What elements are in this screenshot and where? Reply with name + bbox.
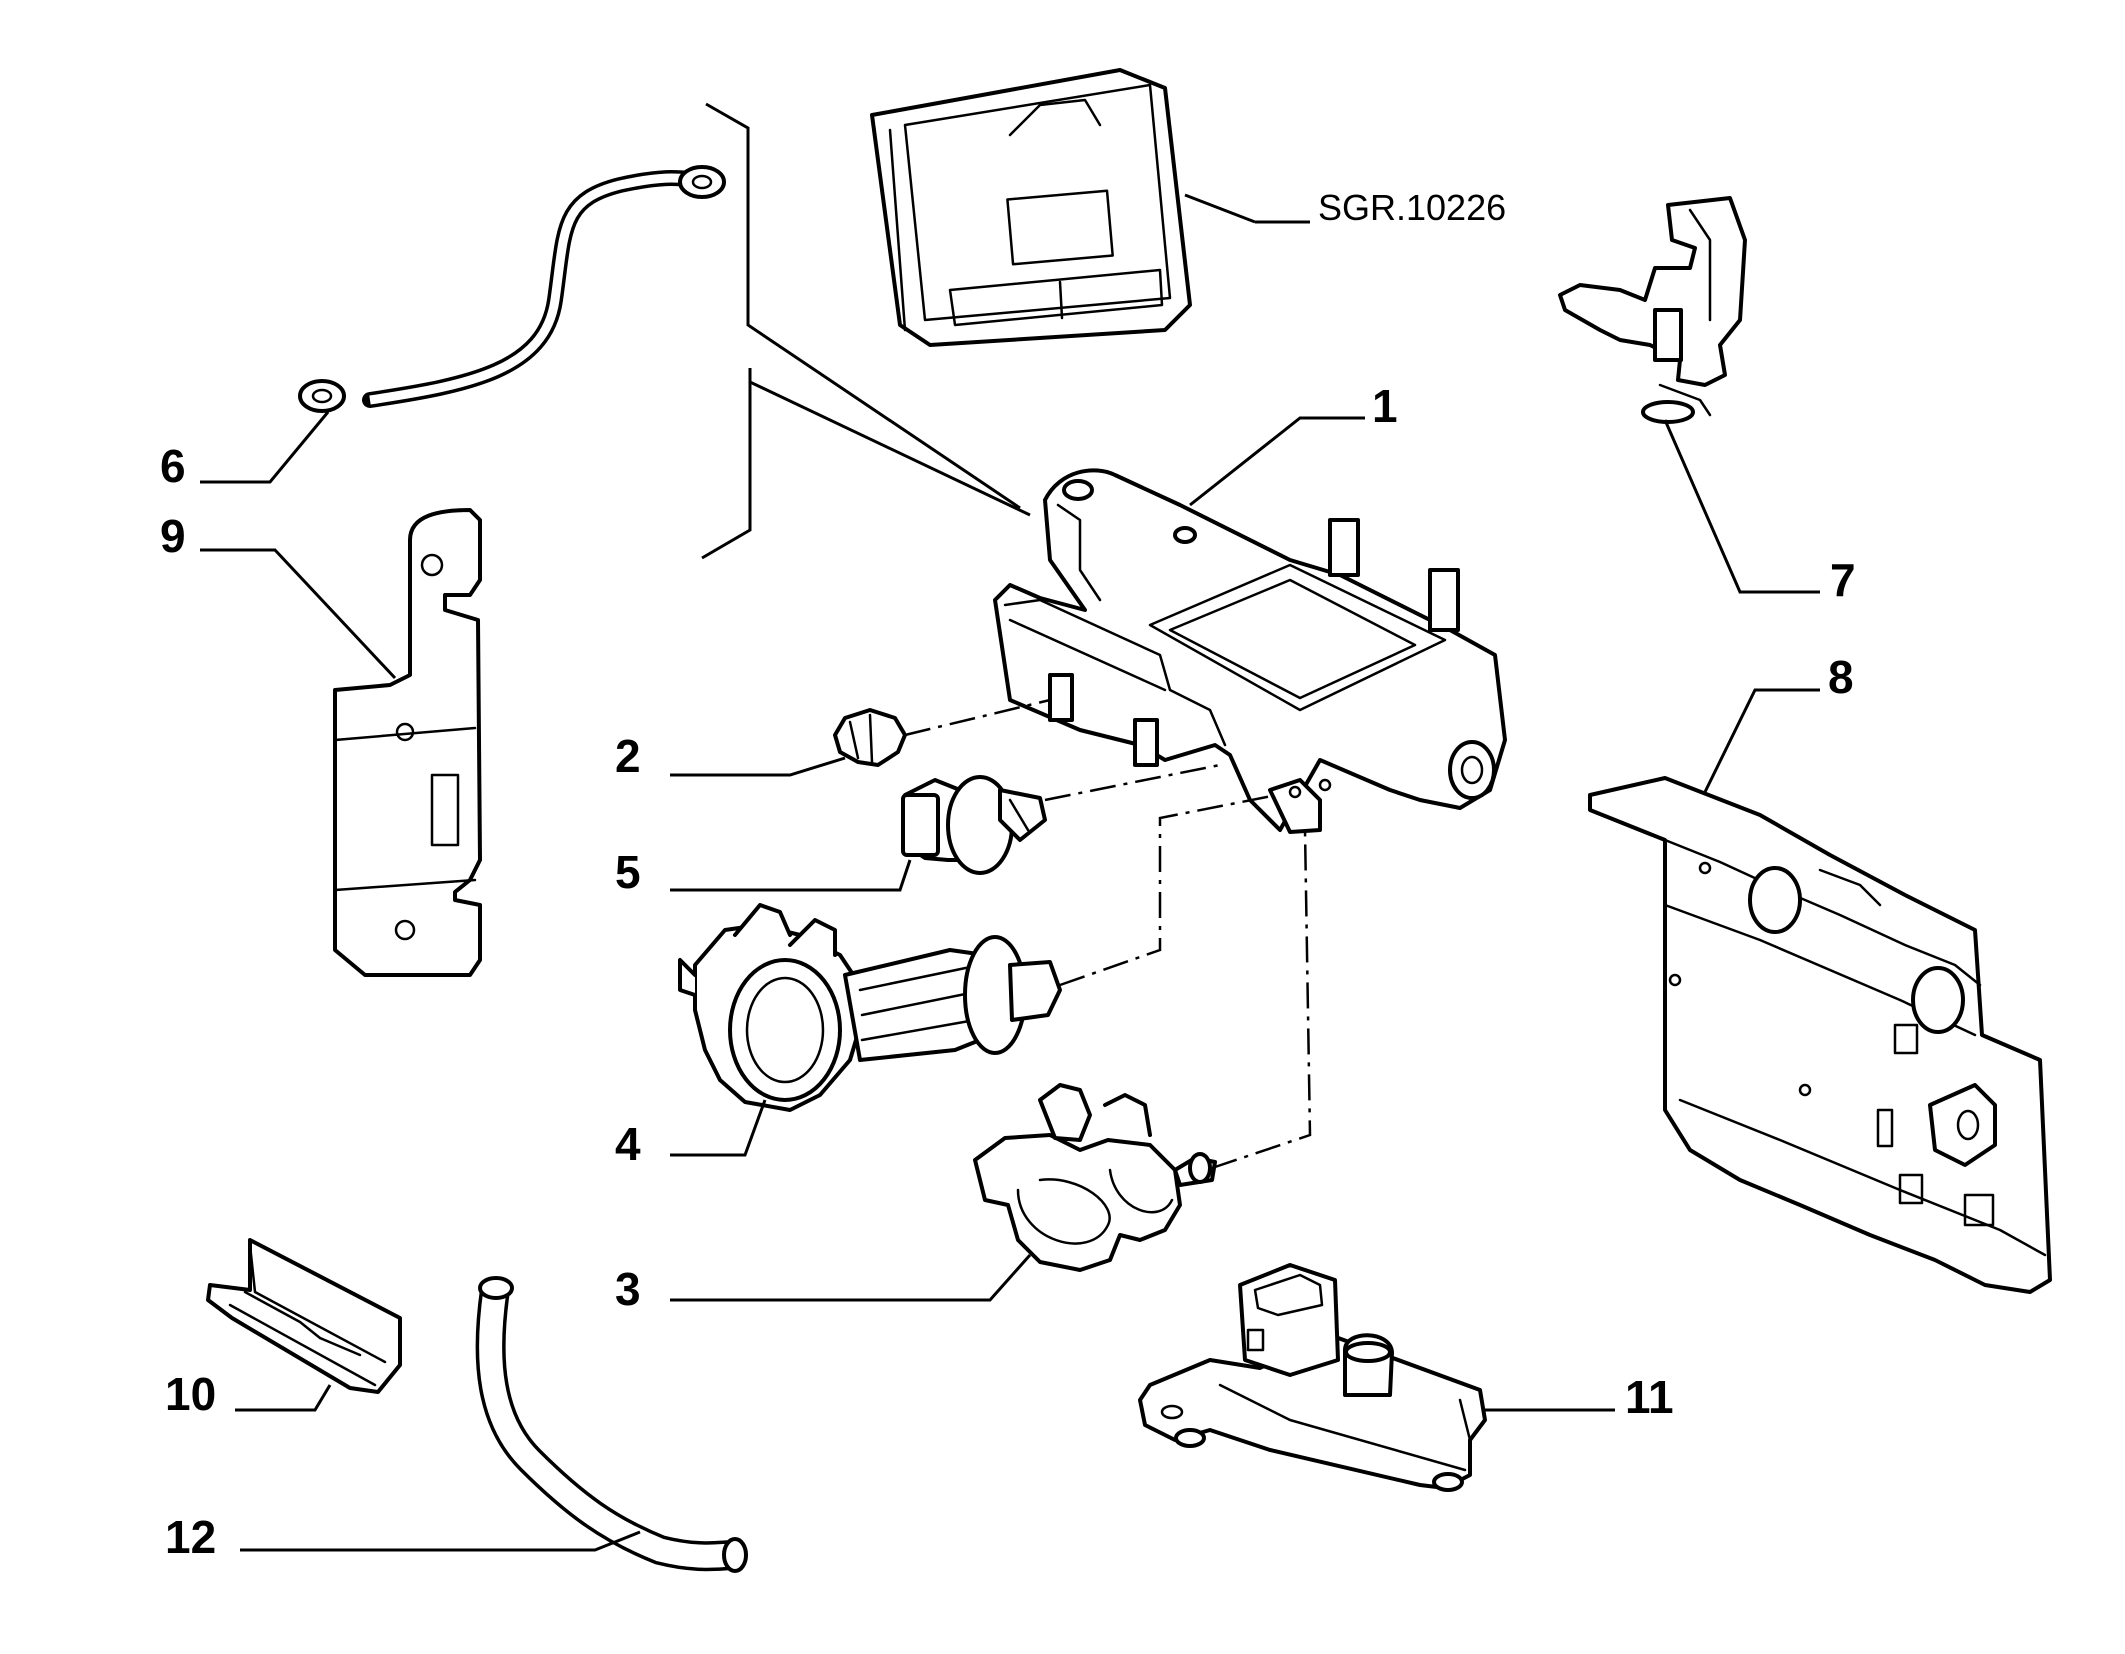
- callout-4-leader: [670, 1099, 767, 1157]
- callout-2-leader: [670, 756, 846, 777]
- callout-12-leader: [240, 1530, 641, 1552]
- channel-clip: [206, 1238, 402, 1394]
- earth-cable: [298, 165, 726, 413]
- callout-7-leader: [1663, 419, 1820, 594]
- clip-dash-line: [904, 698, 1051, 737]
- callout-8: 8: [1828, 651, 1854, 703]
- callout-2: 2: [615, 730, 641, 782]
- section-bracket-lines: [701, 102, 1031, 560]
- callout-9-leader: [200, 548, 397, 680]
- callout-8-leader: [1703, 688, 1820, 793]
- callout-1: 1: [1372, 380, 1398, 432]
- callout-11: 11: [1625, 1371, 1674, 1423]
- main-bracket: [993, 468, 1507, 834]
- pressure-sensor: [1138, 1263, 1487, 1492]
- ecu-control-unit: [870, 68, 1192, 347]
- callout-10-leader: [235, 1384, 332, 1412]
- callout-5-leader: [670, 859, 912, 892]
- cable-clip-holder: [1558, 196, 1747, 424]
- callout-1-leader: [1189, 416, 1365, 507]
- small-clip: [833, 708, 907, 767]
- ecu-leader-line: [1184, 193, 1256, 224]
- callout-10: 10: [165, 1368, 216, 1420]
- callout-4: 4: [615, 1118, 641, 1170]
- callout-6: 6: [160, 440, 186, 492]
- rubber-hose: [475, 1276, 748, 1573]
- push-in-fastener: [901, 775, 1047, 875]
- callout-5: 5: [615, 846, 641, 898]
- callout-6-leader: [200, 411, 330, 484]
- pipe-clamp-long: [678, 903, 1062, 1112]
- pipe-clamp-double: [973, 1083, 1217, 1272]
- callout-12: 12: [165, 1511, 216, 1563]
- clamp-double-dash-line: [1211, 829, 1312, 1170]
- mounting-plate: [333, 508, 482, 977]
- callout-9: 9: [160, 510, 186, 562]
- callout-3: 3: [615, 1263, 641, 1315]
- clamp-long-dash-line: [1059, 794, 1273, 987]
- support-panel: [1588, 776, 2052, 1294]
- fastener-dash-line: [1044, 763, 1221, 802]
- ecu-reference-code: SGR.10226: [1318, 187, 1506, 228]
- callout-7: 7: [1830, 554, 1856, 606]
- callout-3-leader: [670, 1254, 1032, 1302]
